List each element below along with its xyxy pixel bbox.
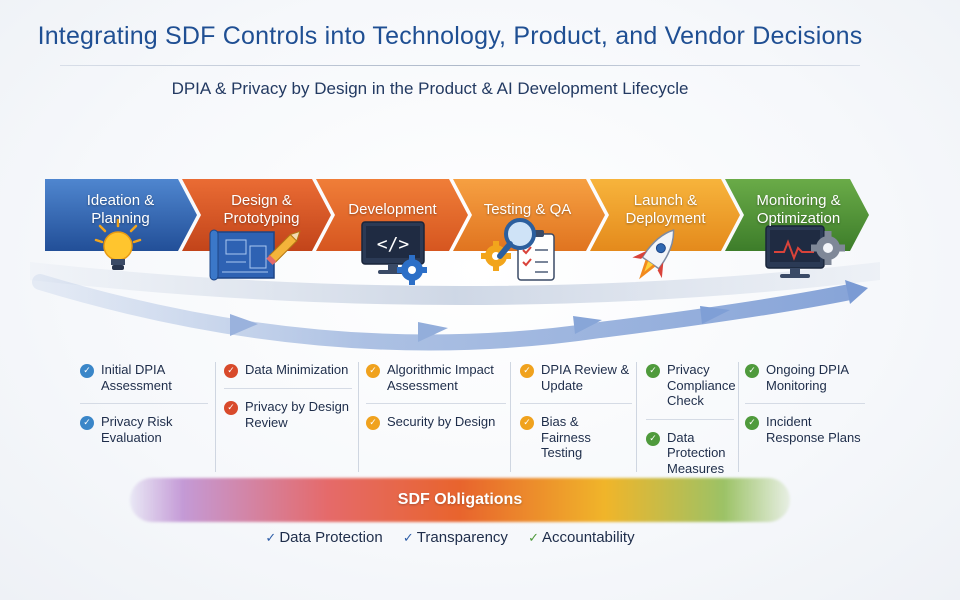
control-item: ✓ Incident Response Plans <box>745 414 865 445</box>
control-item: ✓ Initial DPIA Assessment <box>80 362 208 393</box>
obligation-item: ✓Accountability <box>528 529 634 546</box>
column-divider <box>358 362 359 472</box>
check-icon: ✓ <box>224 364 238 378</box>
rocket-icon <box>632 229 675 280</box>
controls-launch: ✓ Privacy Compliance Check ✓ Data Protec… <box>646 362 736 486</box>
control-item-label: Bias & Fairness Testing <box>541 414 591 460</box>
column-divider <box>510 362 511 472</box>
obligations-list: ✓Data Protection ✓Transparency ✓Accounta… <box>0 529 900 546</box>
stage-label-testing: Testing & QA <box>483 201 572 218</box>
check-icon: ✓ <box>80 416 94 430</box>
page-title: Integrating SDF Controls into Technology… <box>37 22 863 50</box>
column-divider <box>636 362 637 472</box>
obligations-band <box>130 478 790 522</box>
title-divider <box>60 65 860 66</box>
item-divider <box>745 403 865 404</box>
checkmark-icon: ✓ <box>528 531 540 546</box>
control-item-label: Algorithmic Impact Assessment <box>387 362 494 393</box>
control-item: ✓ Algorithmic Impact Assessment <box>366 362 506 393</box>
controls-development: ✓ Algorithmic Impact Assessment ✓ Securi… <box>366 362 506 440</box>
flow-arc-arrow <box>32 274 868 351</box>
page-subtitle: DPIA & Privacy by Design in the Product … <box>171 79 689 98</box>
check-icon: ✓ <box>745 364 759 378</box>
check-icon: ✓ <box>520 416 534 430</box>
stage-arrow-ideation <box>45 179 197 251</box>
blueprint-pencil-icon <box>209 229 301 281</box>
control-item-label: Privacy by Design Review <box>245 399 350 430</box>
control-item: ✓ Privacy Compliance Check <box>646 362 736 409</box>
controls-design: ✓ Data Minimization ✓ Privacy by Design … <box>224 362 352 440</box>
stage-label-monitoring: Monitoring & Optimization <box>756 192 841 227</box>
checkmark-icon: ✓ <box>265 531 277 546</box>
controls-testing: ✓ DPIA Review & Update ✓ Bias & Fairness… <box>520 362 632 471</box>
control-item: ✓ Data Minimization <box>224 362 352 378</box>
checkmark-icon: ✓ <box>402 531 414 546</box>
control-item: ✓ Data Protection Measures <box>646 430 734 477</box>
stage-label-design: Design & Prototyping <box>223 192 300 227</box>
lightbulb-icon <box>94 218 142 270</box>
control-item: ✓ Privacy Risk Evaluation <box>80 414 208 445</box>
item-divider <box>80 403 208 404</box>
obligation-label: Data Protection <box>279 529 383 546</box>
control-item: ✓ Security by Design <box>366 414 506 430</box>
obligations-title: SDF Obligations <box>397 491 523 508</box>
check-icon: ✓ <box>646 364 660 378</box>
stage-label-ideation: Ideation & Planning <box>86 192 155 227</box>
controls-monitoring: ✓ Ongoing DPIA Monitoring ✓ Incident Res… <box>745 362 865 455</box>
control-item: ✓ Privacy by Design Review <box>224 399 352 430</box>
stage-arrow-development <box>316 179 468 251</box>
control-item-label: DPIA Review & Update <box>541 362 630 393</box>
control-item: ✓ DPIA Review & Update <box>520 362 632 393</box>
stage-arrow-testing <box>453 179 605 251</box>
obligation-item: ✓Transparency <box>403 529 508 546</box>
stage-arrow-monitoring <box>725 179 869 251</box>
check-icon: ✓ <box>224 401 238 415</box>
obligation-label: Transparency <box>416 529 508 546</box>
control-item-label: Privacy Risk Evaluation <box>101 414 173 445</box>
item-divider <box>646 418 734 420</box>
control-item-label: Data Protection Measures <box>667 429 726 476</box>
column-divider <box>738 362 739 472</box>
check-icon: ✓ <box>80 364 94 378</box>
control-item-label: Initial DPIA Assessment <box>101 362 172 393</box>
magnifier-checklist-icon <box>481 218 555 281</box>
check-icon: ✓ <box>745 416 759 430</box>
monitor-gear-icon <box>765 225 845 278</box>
control-item-label: Data Minimization <box>245 362 349 377</box>
control-item-label: Privacy Compliance Check <box>667 362 736 408</box>
stage-label-launch: Launch & Deployment <box>625 192 706 227</box>
control-item-label: Ongoing DPIA Monitoring <box>766 362 849 393</box>
check-icon: ✓ <box>646 431 660 446</box>
control-item-label: Security by Design <box>387 414 496 429</box>
obligation-item: ✓Data Protection <box>265 529 382 546</box>
item-divider <box>366 403 506 404</box>
svg-text:</>: </> <box>377 234 410 255</box>
check-icon: ✓ <box>520 364 534 378</box>
item-divider <box>520 403 632 404</box>
column-divider <box>215 362 216 472</box>
control-item-label: Incident Response Plans <box>766 414 861 445</box>
check-icon: ✓ <box>366 416 380 430</box>
stage-label-development: Development <box>348 201 437 218</box>
control-item: ✓ Bias & Fairness Testing <box>520 414 632 461</box>
control-item: ✓ Ongoing DPIA Monitoring <box>745 362 865 393</box>
check-icon: ✓ <box>366 364 380 378</box>
item-divider <box>224 388 352 389</box>
obligation-label: Accountability <box>542 529 635 546</box>
background-swoosh <box>30 262 880 305</box>
code-monitor-icon: </> <box>361 221 427 285</box>
controls-ideation: ✓ Initial DPIA Assessment ✓ Privacy Risk… <box>80 362 208 455</box>
stage-arrow-launch <box>590 179 740 251</box>
